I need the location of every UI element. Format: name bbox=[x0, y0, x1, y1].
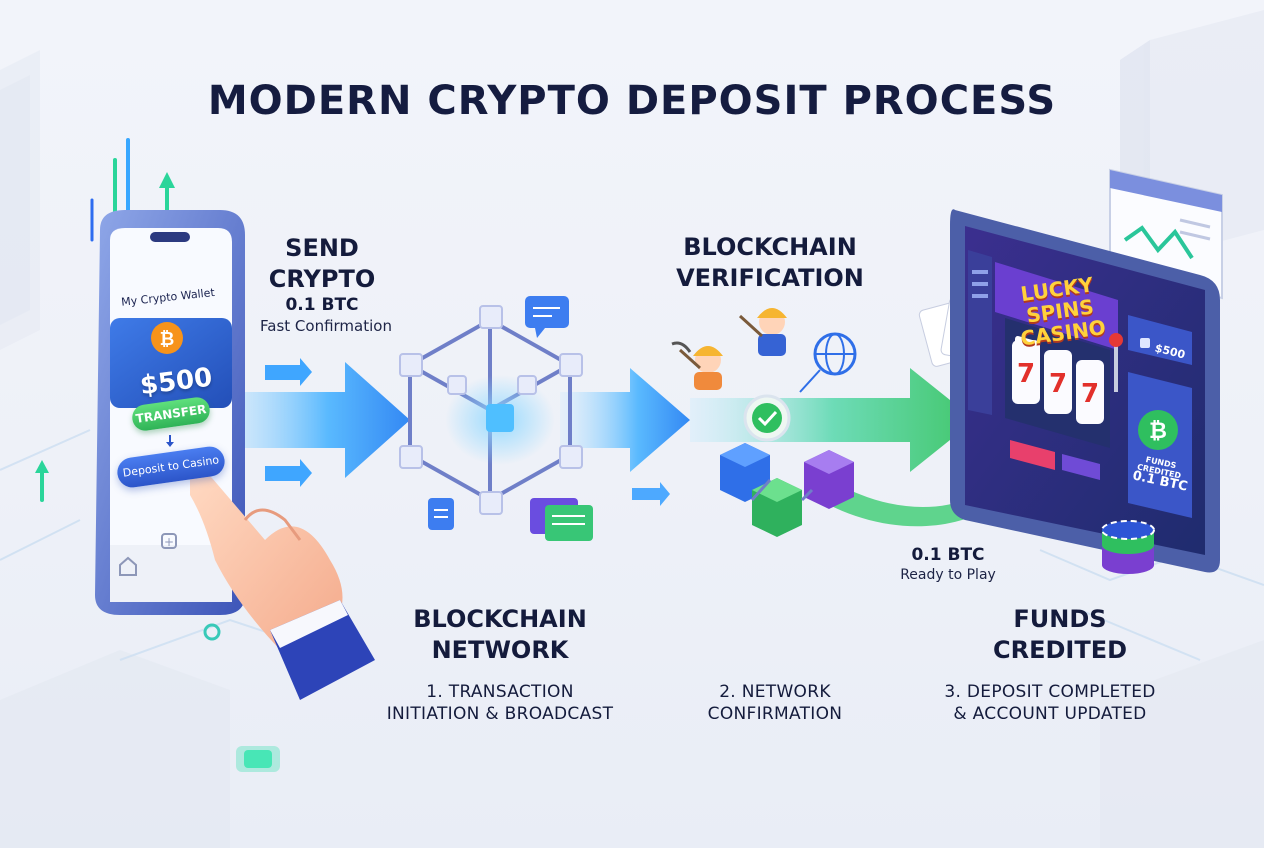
core-node bbox=[486, 404, 514, 432]
document-icons bbox=[428, 296, 593, 541]
step-3-line1: 3. DEPOSIT COMPLETED bbox=[944, 682, 1156, 702]
miner-icons bbox=[671, 308, 787, 390]
svg-text:+: + bbox=[164, 535, 174, 549]
svg-text:7: 7 bbox=[1017, 359, 1035, 389]
network-heading-line2: NETWORK bbox=[431, 636, 569, 664]
send-amount: 0.1 BTC bbox=[285, 295, 359, 315]
node-dot bbox=[203, 623, 221, 641]
funds-heading-line2: CREDITED bbox=[992, 636, 1128, 664]
rising-bars bbox=[35, 138, 175, 502]
svg-text:7: 7 bbox=[1081, 379, 1099, 409]
glow-chip bbox=[236, 746, 280, 772]
verification-heading: BLOCKCHAIN VERIFICATION bbox=[660, 232, 880, 294]
globe-icon bbox=[799, 332, 857, 393]
send-heading-line2: CRYPTO bbox=[268, 265, 376, 293]
step-1: 1. TRANSACTION INITIATION & BROADCAST bbox=[360, 681, 640, 725]
slot-reels: 7 7 7 bbox=[1012, 340, 1104, 424]
step-3: 3. DEPOSIT COMPLETED & ACCOUNT UPDATED bbox=[920, 681, 1180, 725]
network-heading: BLOCKCHAIN NETWORK bbox=[385, 604, 615, 666]
verification-blocks bbox=[720, 443, 854, 537]
step-2-line2: CONFIRMATION bbox=[707, 704, 843, 724]
network-nodes bbox=[399, 305, 583, 515]
verification-heading-line2: VERIFICATION bbox=[676, 264, 864, 292]
casino-tablet: 7 7 7 ₿ bbox=[950, 209, 1220, 573]
funds-heading-line1: FUNDS bbox=[1013, 605, 1107, 633]
blue-flow-arrow bbox=[205, 358, 690, 506]
casino-chips-icon bbox=[1101, 520, 1155, 574]
send-heading-line1: SEND bbox=[285, 234, 359, 262]
network-heading-line1: BLOCKCHAIN bbox=[413, 605, 587, 633]
step-3-line2: & ACCOUNT UPDATED bbox=[953, 704, 1147, 724]
step-2-line1: 2. NETWORK bbox=[719, 682, 831, 702]
verification-heading-line1: BLOCKCHAIN bbox=[683, 233, 857, 261]
pointing-hand bbox=[190, 473, 375, 700]
ready-amount: 0.1 BTC bbox=[911, 545, 985, 565]
page-title: MODERN CRYPTO DEPOSIT PROCESS bbox=[207, 78, 1057, 124]
checkmark-icon bbox=[743, 394, 791, 442]
send-note: Fast Confirmation bbox=[260, 317, 392, 335]
funds-heading: FUNDS CREDITED bbox=[960, 604, 1160, 666]
send-crypto-heading: SEND CRYPTO bbox=[262, 233, 382, 295]
svg-text:7: 7 bbox=[1049, 369, 1067, 399]
svg-text:₿: ₿ bbox=[160, 329, 175, 350]
step-1-line1: 1. TRANSACTION bbox=[426, 682, 574, 702]
step-1-line2: INITIATION & BROADCAST bbox=[386, 704, 614, 724]
ready-note: Ready to Play bbox=[900, 567, 996, 583]
step-2: 2. NETWORK CONFIRMATION bbox=[670, 681, 880, 725]
svg-text:₿: ₿ bbox=[1149, 419, 1167, 444]
